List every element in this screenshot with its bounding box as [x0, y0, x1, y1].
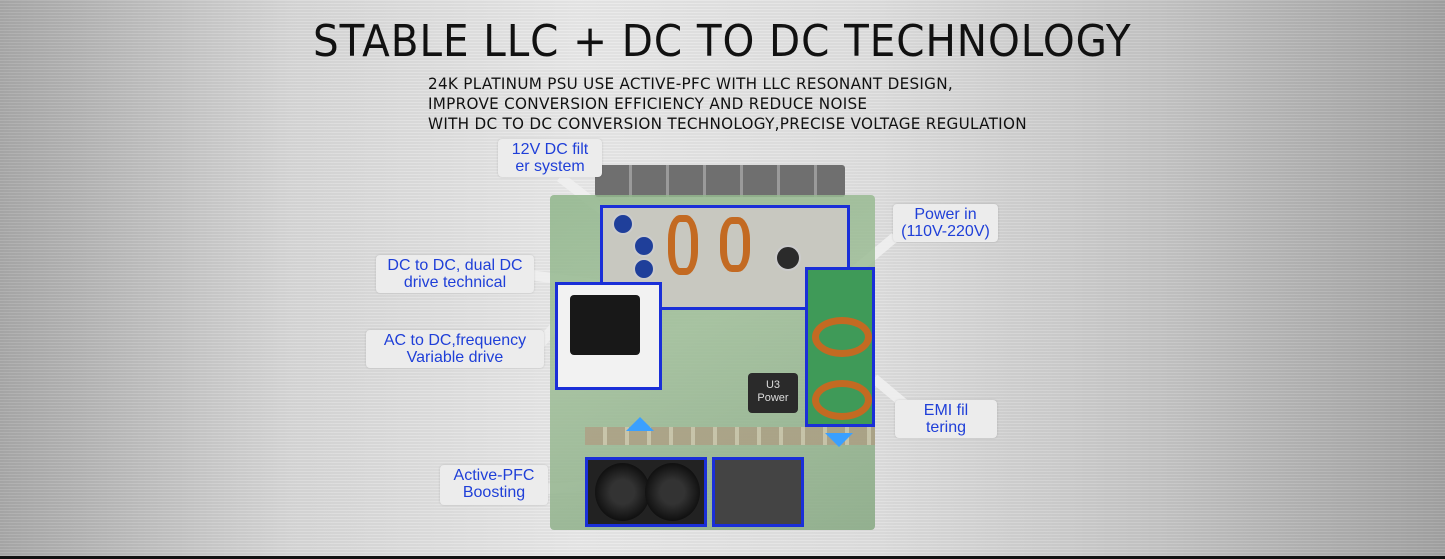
- callout-emi: EMI fil tering: [895, 400, 997, 438]
- callout-text: tering: [925, 419, 967, 436]
- top-heatsink: [595, 165, 845, 197]
- callout-text: (110V-220V): [901, 223, 990, 240]
- bottom-divider: [0, 556, 1445, 559]
- headline: STABLE LLC + DC TO DC TECHNOLOGY: [313, 16, 1132, 67]
- bulk-capacitor: [595, 463, 650, 521]
- inductor-coil: [668, 215, 698, 275]
- emi-coil: [812, 317, 872, 357]
- callout-text: EMI fil: [923, 402, 969, 419]
- callout-text: DC to DC, dual DC: [387, 257, 523, 274]
- callout-text: drive technical: [403, 274, 507, 291]
- callout-ac-to-dc: AC to DC,frequency Variable drive: [366, 330, 544, 368]
- arrow-down-icon: [825, 433, 853, 447]
- callout-active-pfc: Active-PFC Boosting: [440, 465, 548, 505]
- transformer: [570, 295, 640, 355]
- callout-text: 12V DC filt: [511, 141, 589, 158]
- callout-dc-to-dc: DC to DC, dual DC drive technical: [376, 255, 534, 293]
- subtitle-line-1: 24K PLATINUM PSU USE ACTIVE-PFC WITH LLC…: [428, 74, 954, 93]
- capacitor: [633, 235, 655, 257]
- capacitor: [612, 213, 634, 235]
- subtitle-line-3: WITH DC TO DC CONVERSION TECHNOLOGY,PREC…: [428, 114, 1027, 133]
- callout-dc-filter: 12V DC filt er system: [498, 139, 602, 177]
- emi-coil: [812, 380, 872, 420]
- psu-board-image: U3 Power: [550, 165, 875, 530]
- u3-chip: U3 Power: [748, 373, 798, 413]
- callout-text: AC to DC,frequency: [383, 332, 527, 349]
- callout-text: Active-PFC: [453, 467, 535, 484]
- callout-text: er system: [515, 158, 585, 175]
- inductor-coil: [720, 217, 750, 272]
- capacitor: [775, 245, 801, 271]
- subtitle-line-2: IMPROVE CONVERSION EFFICIENCY AND REDUCE…: [428, 94, 868, 113]
- callout-text: Boosting: [462, 484, 526, 501]
- bulk-capacitor: [645, 463, 700, 521]
- chip-label-line-1: U3: [765, 379, 781, 391]
- callout-power-in: Power in (110V-220V): [893, 204, 998, 242]
- capacitor: [633, 258, 655, 280]
- arrow-up-icon: [626, 417, 654, 431]
- callout-text: Variable drive: [406, 349, 504, 366]
- middle-heatsink: [585, 427, 875, 445]
- callout-text: Power in: [914, 206, 977, 223]
- chip-label-line-2: Power: [757, 392, 789, 404]
- pfc-inductor-zone: [712, 457, 804, 527]
